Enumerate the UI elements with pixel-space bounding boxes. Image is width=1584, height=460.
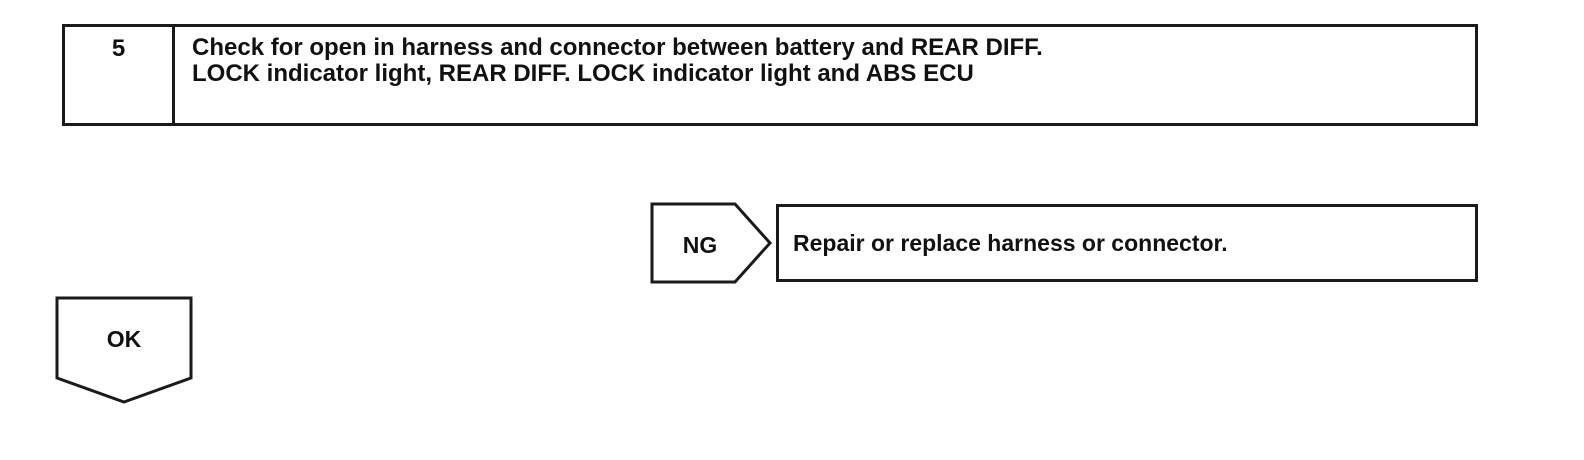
ng-action-text: Repair or replace harness or connector. — [793, 230, 1228, 256]
step-number: 5 — [65, 27, 175, 123]
step-title: Check for open in harness and connector … — [192, 34, 1043, 87]
step-box: 5 Check for open in harness and connecto… — [62, 24, 1478, 126]
ok-arrow-shape — [55, 296, 193, 404]
ok-label: OK — [106, 326, 142, 352]
ng-arrow-shape — [650, 202, 773, 284]
ng-result-box: Repair or replace harness or connector. — [776, 204, 1478, 282]
ng-label: NG — [682, 232, 718, 258]
